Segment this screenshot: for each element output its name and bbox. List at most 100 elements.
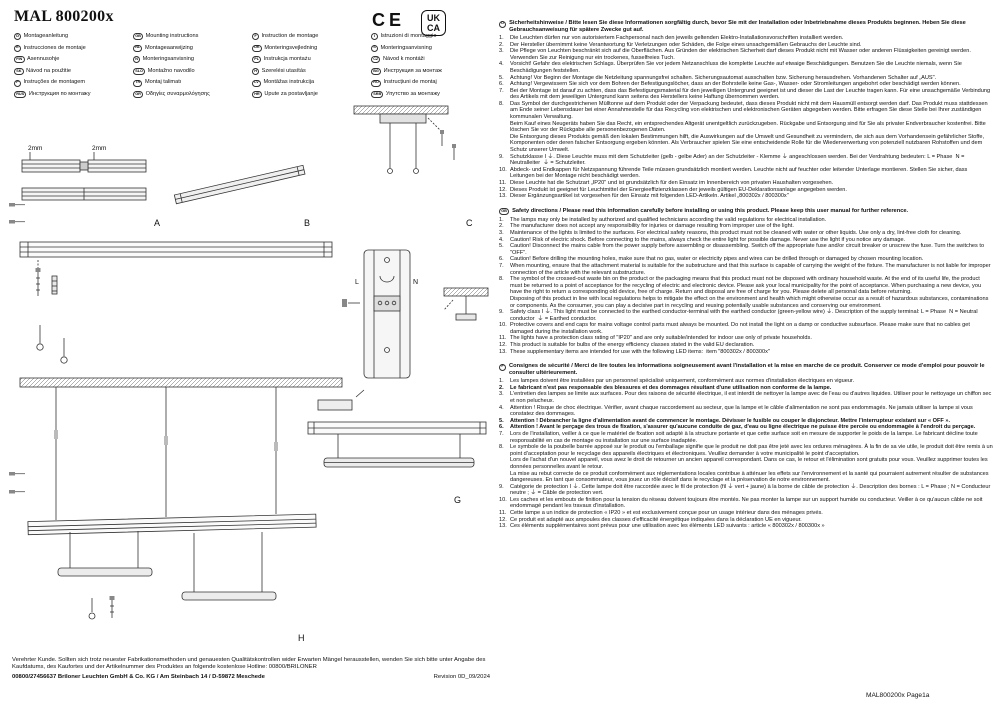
screwdriver-icon [9, 472, 25, 476]
page-title: MAL 800200x [14, 8, 114, 25]
instruction-item: 11.Diese Leuchte hat die Schutzart „IP20… [499, 180, 993, 187]
item-text: Ces éléments supplémentaires sont prévus… [510, 523, 825, 530]
diagram-g-pendant [307, 389, 487, 468]
item-text: Attention ! Débrancher la ligne d'alimen… [510, 417, 951, 424]
language-label: Instruction de montage [261, 33, 319, 39]
instruction-item: 5. Attention ! Débrancher la ligne d'alim… [499, 418, 993, 425]
footer: Verehrter Kunde. Sollten sich trotz neue… [12, 657, 490, 681]
item-number: 3. [499, 229, 504, 236]
instruction-item: 4.Attention ! Risque de choc électrique.… [499, 405, 993, 418]
diagram-label-c: C [466, 218, 473, 228]
instruction-item: 11.Cette lampe a un indice de protection… [499, 510, 993, 517]
item-text: Les caches et les embouts de finition po… [510, 496, 985, 510]
language-label: Mounting instructions [145, 33, 199, 39]
diagram-a-connector: 2mm 2mm A [21, 145, 160, 228]
country-code-badge: RUS [14, 91, 27, 99]
instruction-item: 3.Die Pflege von Leuchten beschränkt sic… [499, 48, 993, 61]
item-text: These supplementary items are intended f… [510, 348, 770, 355]
language-label: Montāžas instrukcija [263, 79, 315, 86]
instruction-item: 9.Safety class I ⏚. This light must be c… [499, 309, 993, 322]
country-code-badge: TR [133, 79, 143, 87]
item-number: 2. [499, 223, 504, 230]
instruction-item: 11.The lights have a protection class ra… [499, 335, 993, 342]
instruction-item: 8. The symbol of the crossed-out waste bi… [499, 276, 993, 309]
diagram-label-a: A [154, 218, 160, 228]
assembly-diagrams: 2mm 2mm A [8, 100, 490, 652]
item-text: Le fabricant n'est pas responsable des b… [510, 384, 832, 391]
country-code-badge: NL [133, 44, 143, 52]
instruction-item: 5.Achtung! Vor Beginn der Montage die Ne… [499, 75, 993, 82]
instruction-item: 2.Le fabricant n'est pas responsable des… [499, 385, 993, 392]
item-number: 8. [499, 100, 504, 107]
item-text: L'entretien des lampes se limite aux sur… [510, 391, 993, 404]
item-number: 5. [499, 243, 504, 250]
item-number: 6. [499, 424, 504, 431]
language-label: Instrucciones de montaje [23, 44, 86, 51]
diagram-wiring-detail: L N [342, 249, 418, 379]
instruction-item: 6.Achtung! Vergewissern Sie sich vor dem… [499, 81, 993, 88]
country-code-badge: FIN [14, 56, 25, 64]
diagram-c-canopy [353, 105, 456, 174]
item-number: 12. [499, 516, 507, 523]
language-label: Инструкция за монтаж [383, 67, 442, 74]
item-number: 10. [499, 322, 507, 329]
instruction-item: 1.Die Leuchten dürfen nur von autorisier… [499, 35, 993, 42]
instruction-item: 13.These supplementary items are intende… [499, 349, 993, 356]
diagram-label-g: G [454, 495, 461, 505]
item-number: 8. [499, 444, 504, 451]
dimension-label: 2mm [28, 145, 42, 152]
ukca-ca-label: CA [427, 23, 441, 33]
item-text: Dieser Ergänzungsartikel ist vorgesehen … [510, 193, 789, 200]
item-number: 2. [499, 41, 504, 48]
item-text: The lights have a protection class ratin… [510, 335, 812, 342]
item-number: 1. [499, 378, 504, 385]
language-label: Szerelési utasítás [261, 67, 306, 74]
item-text: Das Symbol der durchgestrichenen Müllton… [510, 100, 988, 154]
item-text: Der Hersteller übernimmt keine Verantwor… [510, 41, 862, 48]
section-header: Safety directions / Please read this inf… [512, 207, 909, 214]
diagram-track-bar [19, 241, 333, 268]
item-number: 12. [499, 186, 507, 193]
item-text: The lamps may only be installed by autho… [510, 216, 827, 223]
instruction-item: 5.Caution! Disconnect the mains cable fr… [499, 243, 993, 256]
item-number: 3. [499, 48, 504, 55]
item-text: The symbol of the crossed-out waste bin … [510, 276, 989, 309]
dimension-label: 2mm [92, 145, 106, 152]
language-label: Návod na použitie [26, 67, 71, 74]
item-number: 13. [499, 348, 507, 355]
item-number: 4. [499, 236, 504, 243]
screwdriver-icon [9, 220, 25, 224]
instruction-item: 12.This product is suitable for bulbs of… [499, 342, 993, 349]
instruction-item: 4.Caution! Risk of electric shock. Befor… [499, 237, 993, 244]
item-number: 5. [499, 417, 504, 424]
hook-anchor-icon [88, 598, 96, 620]
item-number: 8. [499, 276, 504, 283]
item-number: 7. [499, 87, 504, 94]
language-label: Monteringsanvisning [142, 56, 194, 63]
instruction-item: 10.Abdeck- und Endkappen für Netzspannun… [499, 167, 993, 180]
country-code-badge: N [133, 56, 141, 64]
diagram-b-rail [173, 164, 306, 205]
item-number: 7. [499, 430, 504, 437]
item-text: Catégorie de protection I ⏚. Cette lampe… [510, 483, 992, 497]
item-text: Die Leuchten dürfen nur von autorisierte… [510, 34, 844, 41]
country-code-badge: GB [133, 33, 144, 41]
instruction-item: 13.Dieser Ergänzungsartikel ist vorgeseh… [499, 193, 993, 200]
country-code-badge: SRB [371, 91, 384, 99]
instruction-item: 2.The manufacturer does not accept any r… [499, 223, 993, 230]
item-text: Caution! Before drilling the mounting ho… [510, 256, 924, 263]
diagram-label-b: B [304, 218, 310, 228]
section-header: Consignes de sécurité / Merci de lire to… [509, 363, 985, 376]
wall-plug-icon [51, 275, 58, 295]
language-label: Инструкция по монтажу [28, 90, 91, 97]
